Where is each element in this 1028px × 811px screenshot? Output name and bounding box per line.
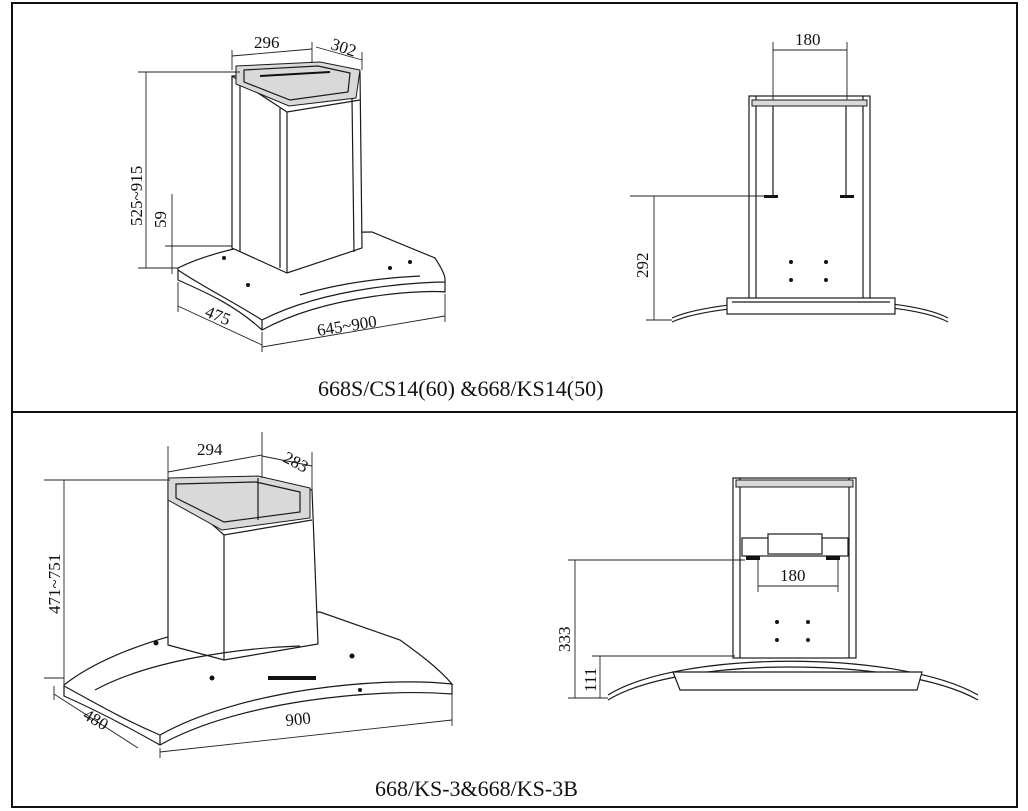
top-model-caption: 668S/CS14(60) &668/KS14(50) <box>318 376 603 401</box>
bottom-height-range-label: 471~751 <box>45 554 64 614</box>
bottom-panel: 294 283 471~751 480 900 <box>44 432 979 801</box>
top-perspective-hood-drawing <box>177 61 446 331</box>
top-front-dimensions: 180 292 <box>630 30 848 321</box>
bottom-width-label: 900 <box>284 708 311 730</box>
top-width-top-label: 296 <box>254 33 280 52</box>
top-height-range-label: 525~915 <box>127 166 146 226</box>
top-panel: 296 302 525~915 59 475 645~900 <box>127 30 949 401</box>
bottom-depth-top-label: 283 <box>280 448 311 477</box>
top-front-elevation-drawing <box>671 95 949 323</box>
bottom-bracket-spacing-label: 180 <box>780 566 806 585</box>
top-canopy-height-label: 59 <box>151 211 170 228</box>
bottom-model-caption: 668/KS-3&668/KS-3B <box>375 776 578 801</box>
bottom-canopy-height-label: 111 <box>581 668 600 692</box>
top-depth-bottom-label: 475 <box>203 302 234 329</box>
bottom-front-elevation-drawing <box>607 477 979 701</box>
bottom-front-dimensions: 180 333 111 <box>555 559 839 699</box>
bottom-perspective-hood-drawing <box>63 475 454 746</box>
top-bracket-spacing-label: 180 <box>795 30 821 49</box>
top-mount-height-label: 292 <box>633 253 652 279</box>
sheet-border <box>11 2 1018 808</box>
bottom-width-top-label: 294 <box>197 440 223 459</box>
bottom-mount-height-label: 333 <box>555 627 574 653</box>
top-depth-top-label: 302 <box>329 35 359 61</box>
top-width-range-label: 645~900 <box>316 312 378 340</box>
